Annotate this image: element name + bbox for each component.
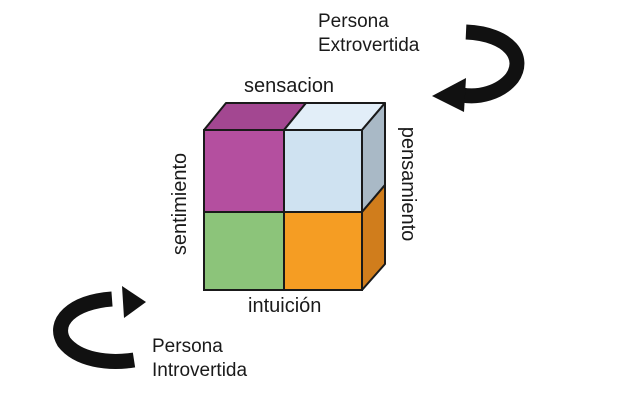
persona-introvertida-line2: Introvertida — [152, 360, 248, 381]
front-cell-green — [203, 211, 285, 291]
curved-arrow-introvertida-icon — [53, 286, 146, 369]
persona-extrovertida-line1: Persona — [318, 11, 389, 32]
front-cell-sensacion — [283, 129, 363, 213]
persona-introvertida-label: Persona Introvertida — [152, 335, 247, 383]
label-sentimiento: sentimiento — [169, 152, 191, 256]
front-cell-intuicion — [283, 211, 363, 291]
curved-arrow-extrovertida-icon — [432, 24, 525, 112]
persona-extrovertida-label: Persona Extrovertida — [318, 10, 419, 58]
persona-introvertida-line1: Persona — [152, 336, 223, 357]
label-intuicion: intuición — [248, 295, 322, 317]
label-sensacion: sensacion — [244, 75, 335, 97]
front-cell-sentimiento — [203, 129, 285, 213]
label-pensamiento: pensamiento — [397, 126, 419, 242]
persona-extrovertida-line2: Extrovertida — [318, 35, 420, 56]
